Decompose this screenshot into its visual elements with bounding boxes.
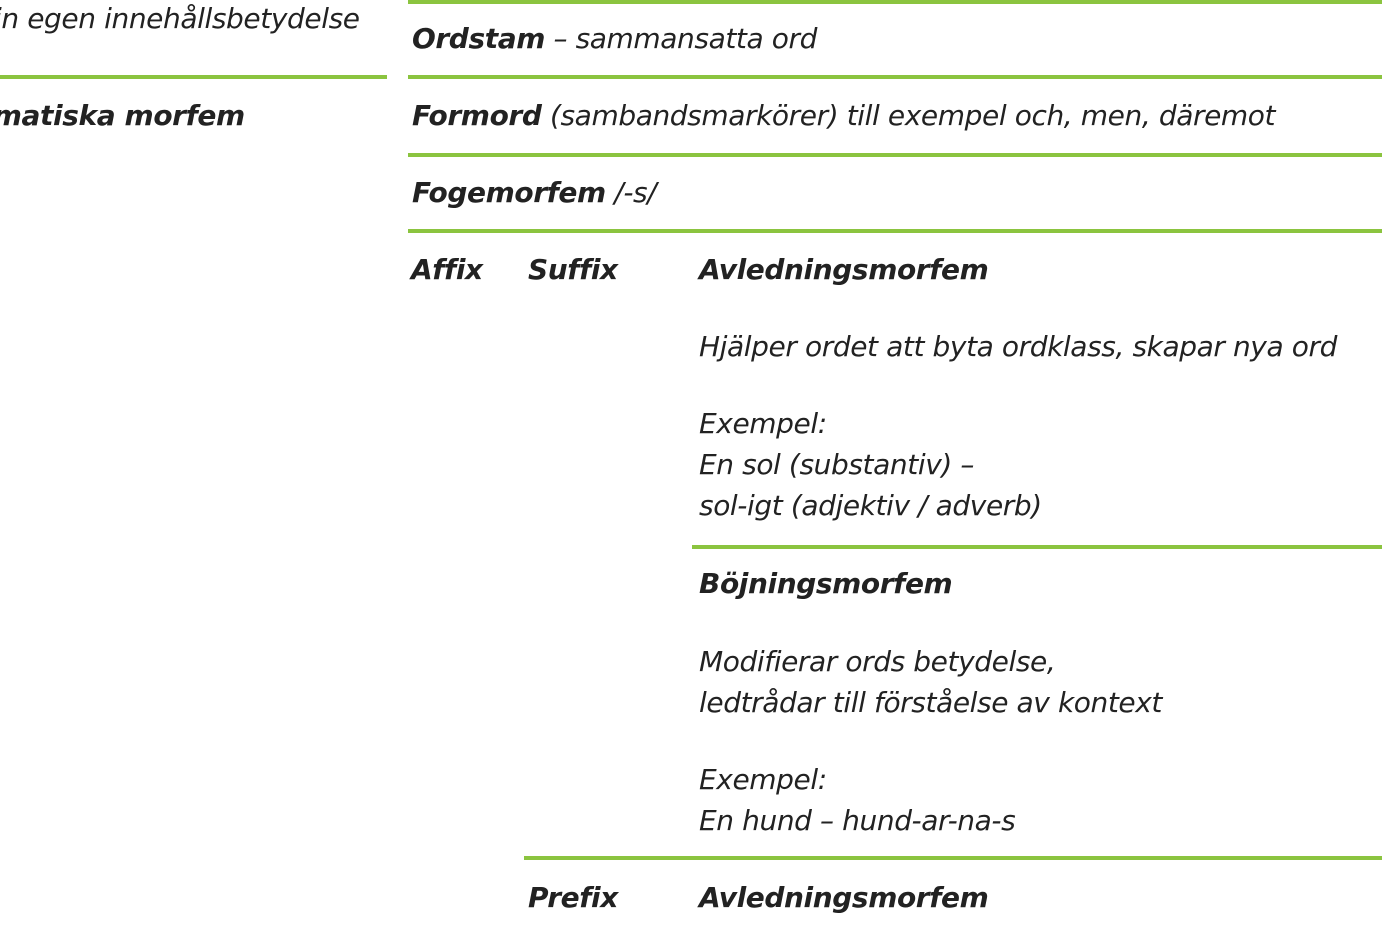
suffix-bojning-example: Exempel: En hund – hund-ar-na-s <box>699 759 1016 841</box>
suffix-bojning-description-line1: Modifierar ords betydelse, <box>699 645 1056 678</box>
suffix-bojning-description: Modifierar ords betydelse, ledtrådar til… <box>699 641 1162 723</box>
ordstam-term: Ordstam <box>412 22 545 55</box>
affix-label: Affix <box>411 253 483 286</box>
fogemorfem-description: /-s/ <box>605 176 657 209</box>
fogemorfem-term: Fogemorfem <box>412 176 606 209</box>
divider-after-bojning <box>524 856 1382 860</box>
suffix-avledning-example-label: Exempel: <box>699 407 827 440</box>
formord-term: Formord <box>412 99 542 132</box>
ordstam-description: – sammansatta ord <box>544 22 817 55</box>
prefix-label: Prefix <box>528 881 618 914</box>
divider-after-formord <box>408 153 1382 157</box>
divider-after-ordstam <box>408 75 1382 79</box>
divider-after-fogemorfem <box>408 229 1382 233</box>
divider-after-avledning <box>692 545 1382 549</box>
prefix-avledning-heading: Avledningsmorfem <box>699 881 989 914</box>
fogemorfem-row: Fogemorfem /-s/ <box>412 172 657 213</box>
suffix-avledning-example-line1: En sol (substantiv) – <box>699 448 974 481</box>
suffix-avledning-example: Exempel: En sol (substantiv) – sol-igt (… <box>699 403 1042 526</box>
left-divider <box>0 75 387 79</box>
suffix-bojning-heading: Böjningsmorfem <box>699 567 953 600</box>
left-row2-heading: mmatiska morfem <box>0 99 245 132</box>
suffix-avledning-example-line2: sol-igt (adjektiv / adverb) <box>699 489 1042 522</box>
formord-row: Formord (sambandsmarkörer) till exempel … <box>412 95 1275 136</box>
suffix-avledning-description: Hjälper ordet att byta ordklass, skapar … <box>699 330 1337 363</box>
left-row1-text: in egen innehållsbetydelse <box>0 2 360 35</box>
divider-top <box>408 0 1382 4</box>
suffix-bojning-example-label: Exempel: <box>699 763 827 796</box>
suffix-avledning-heading: Avledningsmorfem <box>699 253 989 286</box>
formord-description: (sambandsmarkörer) till exempel och, men… <box>541 99 1276 132</box>
suffix-bojning-description-line2: ledtrådar till förståelse av kontext <box>699 686 1163 719</box>
ordstam-row: Ordstam – sammansatta ord <box>412 18 817 59</box>
suffix-label: Suffix <box>528 253 618 286</box>
suffix-bojning-example-line1: En hund – hund-ar-na-s <box>699 804 1016 837</box>
